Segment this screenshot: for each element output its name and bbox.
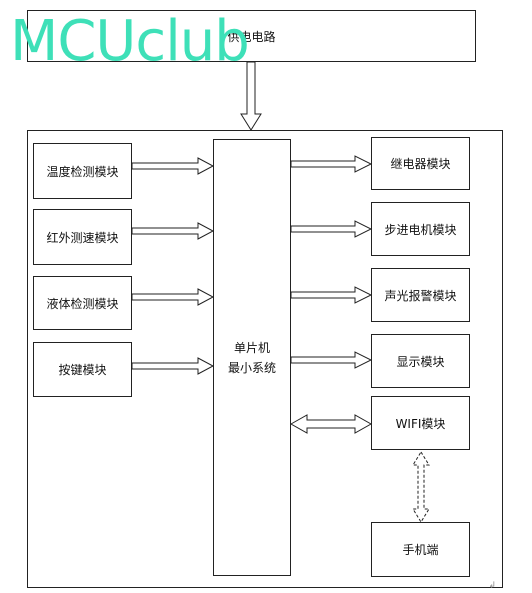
wifi-double-arrow xyxy=(289,414,373,434)
phone-double-arrow xyxy=(412,451,430,523)
infrared-arrow xyxy=(131,222,215,240)
infrared-speed-module-box: 红外测速模块 xyxy=(33,209,132,265)
alarm-module-label: 声光报警模块 xyxy=(384,288,457,303)
temperature-arrow xyxy=(131,157,215,175)
alarm-module-box: 声光报警模块 xyxy=(371,268,470,322)
liquid-detection-module-label: 液体检测模块 xyxy=(46,296,119,311)
relay-module-label: 继电器模块 xyxy=(390,157,451,171)
display-arrow xyxy=(290,351,373,369)
infrared-speed-module-label: 红外测速模块 xyxy=(46,230,119,245)
stepper-arrow xyxy=(290,220,373,238)
phone-label: 手机端 xyxy=(402,543,439,557)
liquid-detection-module-box: 液体检测模块 xyxy=(33,276,132,330)
wifi-module-box: WIFI模块 xyxy=(371,396,470,450)
page-mark: ↲ xyxy=(488,581,496,591)
mcu-label-line1: 单片机 xyxy=(233,340,270,355)
temperature-module-label: 温度检测模块 xyxy=(46,164,119,179)
mcu-label-line2: 最小系统 xyxy=(227,360,276,375)
alarm-arrow xyxy=(290,286,373,304)
stepper-motor-module-label: 步进电机模块 xyxy=(384,222,457,237)
temperature-module-box: 温度检测模块 xyxy=(33,143,132,199)
system-frame xyxy=(27,130,503,588)
phone-box: 手机端 xyxy=(371,522,470,577)
relay-arrow xyxy=(290,155,373,173)
key-arrow xyxy=(131,357,215,375)
power-supply-box: 供电电路 xyxy=(27,10,476,62)
power-arrow xyxy=(240,61,262,131)
relay-module-box: 继电器模块 xyxy=(371,137,470,190)
liquid-arrow xyxy=(131,288,215,306)
display-module-label: 显示模块 xyxy=(396,354,445,369)
display-module-box: 显示模块 xyxy=(371,334,470,388)
mcu-box: 单片机 最小系统 xyxy=(213,139,291,576)
stepper-motor-module-box: 步进电机模块 xyxy=(371,202,470,256)
power-supply-label: 供电电路 xyxy=(227,29,276,44)
mcuclub-watermark: MCUclub xyxy=(10,9,250,74)
key-module-label: 按键模块 xyxy=(58,363,107,377)
wifi-module-label: WIFI模块 xyxy=(395,416,446,431)
